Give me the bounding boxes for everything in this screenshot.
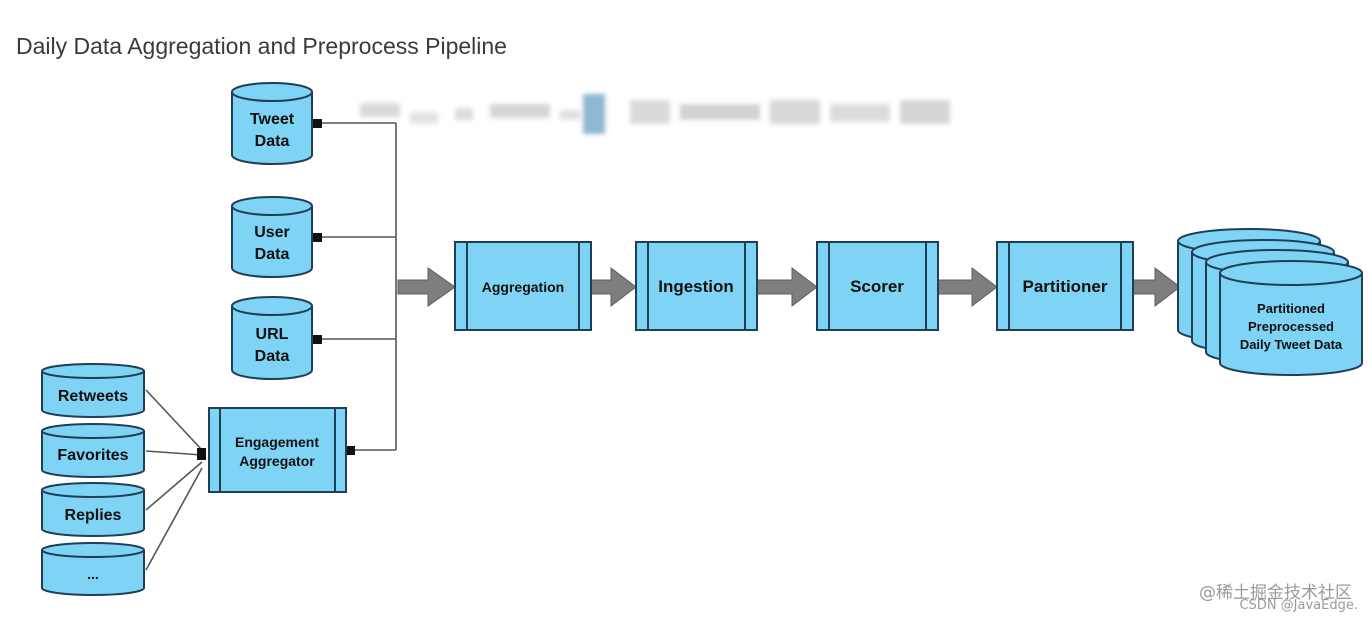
- aggregation-box: [454, 241, 592, 331]
- scorer-box: [816, 241, 939, 331]
- partitioner-label: Partitioner: [1022, 277, 1107, 296]
- user-data-label-line1: User: [254, 224, 290, 241]
- retweets-label: Retweets: [58, 388, 128, 405]
- arrow-into-partitioner: [937, 266, 998, 308]
- arrow-into-aggregation: [397, 267, 456, 307]
- url-data-cylinder: [231, 296, 313, 380]
- watermark-line2: CSDN @JavaEdge.: [1239, 598, 1358, 613]
- tweet-data-cylinder: [231, 82, 313, 165]
- connector-markers: [197, 119, 355, 460]
- engagement-aggregator-label-line1: Engagement: [235, 434, 319, 450]
- engagement-aggregator-label-line2: Aggregator: [239, 453, 315, 469]
- favorites-label: Favorites: [57, 447, 128, 464]
- arrow-into-scorer: [756, 266, 818, 308]
- engagement-aggregator-box: [208, 407, 347, 493]
- tweet-data-label-line1: Tweet: [250, 111, 295, 128]
- replies-label: Replies: [65, 507, 122, 524]
- arrow-into-output: [1132, 266, 1181, 308]
- output-label-line2: Preprocessed: [1248, 319, 1334, 334]
- output-label-line3: Daily Tweet Data: [1240, 337, 1343, 352]
- replies-cylinder: [41, 482, 145, 537]
- arrow-into-ingestion: [590, 266, 637, 308]
- output-label-line1: Partitioned: [1257, 301, 1325, 316]
- user-data-cylinder: [231, 196, 313, 278]
- more-sources-label: ...: [87, 566, 99, 582]
- tweet-data-label-line2: Data: [255, 133, 290, 150]
- output-cylinder-front: [1219, 260, 1363, 376]
- url-data-label-line1: URL: [256, 326, 289, 343]
- ingestion-label: Ingestion: [658, 277, 734, 296]
- favorites-cylinder: [41, 423, 145, 478]
- flow-arrows: [397, 266, 1181, 308]
- aggregation-label: Aggregation: [482, 279, 564, 295]
- watermark-line1: @稀土掘金技术社区: [1199, 583, 1352, 603]
- scorer-label: Scorer: [850, 277, 904, 296]
- output-cylinder-stack: [1177, 228, 1363, 376]
- ingestion-box: [635, 241, 758, 331]
- url-data-label-line2: Data: [255, 348, 290, 365]
- blurred-annotation: [360, 94, 950, 134]
- partitioner-box: [996, 241, 1134, 331]
- connector-lines: [145, 122, 397, 571]
- retweets-cylinder: [41, 363, 145, 418]
- more-sources-cylinder: [41, 542, 145, 596]
- user-data-label-line2: Data: [255, 246, 290, 263]
- diagram-title: Daily Data Aggregation and Preprocess Pi…: [16, 33, 507, 59]
